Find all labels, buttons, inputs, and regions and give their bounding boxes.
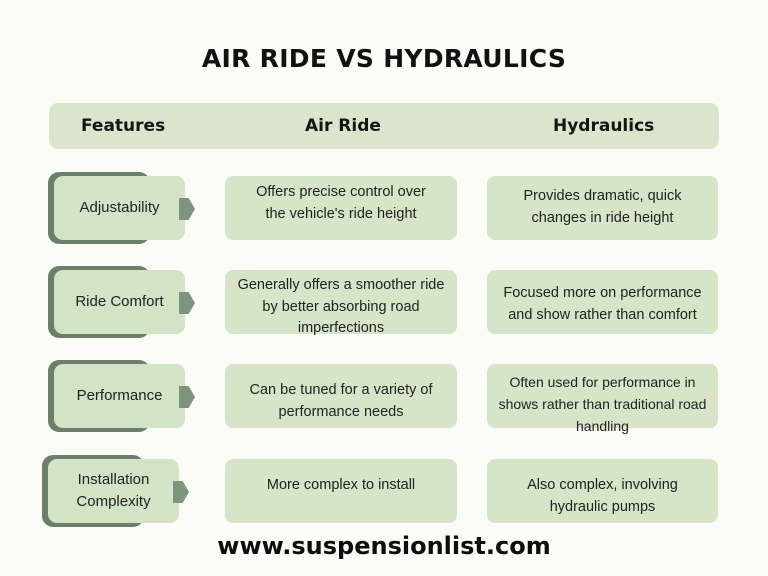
arrow-tab-icon [179, 292, 195, 314]
header-features: Features [81, 116, 166, 136]
table-row: Installation Complexity More complex to … [0, 455, 768, 535]
arrow-tab-icon [173, 481, 189, 503]
air-ride-cell: Can be tuned for a variety of performanc… [225, 364, 457, 428]
table-row: Adjustability Offers precise control ove… [0, 172, 768, 252]
hydraulics-cell: Often used for performance in shows rath… [487, 364, 718, 434]
air-ride-cell: Offers precise control over the vehicle'… [225, 176, 457, 240]
table-row: Performance Can be tuned for a variety o… [0, 360, 768, 440]
header-air-ride: Air Ride [305, 116, 381, 136]
feature-label: Ride Comfort [54, 270, 185, 334]
header-hydraulics: Hydraulics [553, 116, 655, 136]
website-url: www.suspensionlist.com [217, 532, 551, 560]
feature-label: Installation Complexity [48, 459, 179, 523]
feature-label: Adjustability [54, 176, 185, 240]
table-header: Features Air Ride Hydraulics [49, 103, 719, 149]
air-ride-cell: Generally offers a smoother ride by bett… [225, 270, 457, 336]
hydraulics-cell: Provides dramatic, quick changes in ride… [487, 176, 718, 240]
arrow-tab-icon [179, 198, 195, 220]
table-row: Ride Comfort Generally offers a smoother… [0, 266, 768, 346]
hydraulics-cell: Focused more on performance and show rat… [487, 270, 718, 334]
arrow-tab-icon [179, 386, 195, 408]
air-ride-cell: More complex to install [225, 459, 457, 523]
page-title: AIR RIDE VS HYDRAULICS [201, 44, 567, 73]
feature-label: Performance [54, 364, 185, 428]
hydraulics-cell: Also complex, involving hydraulic pumps [487, 459, 718, 523]
